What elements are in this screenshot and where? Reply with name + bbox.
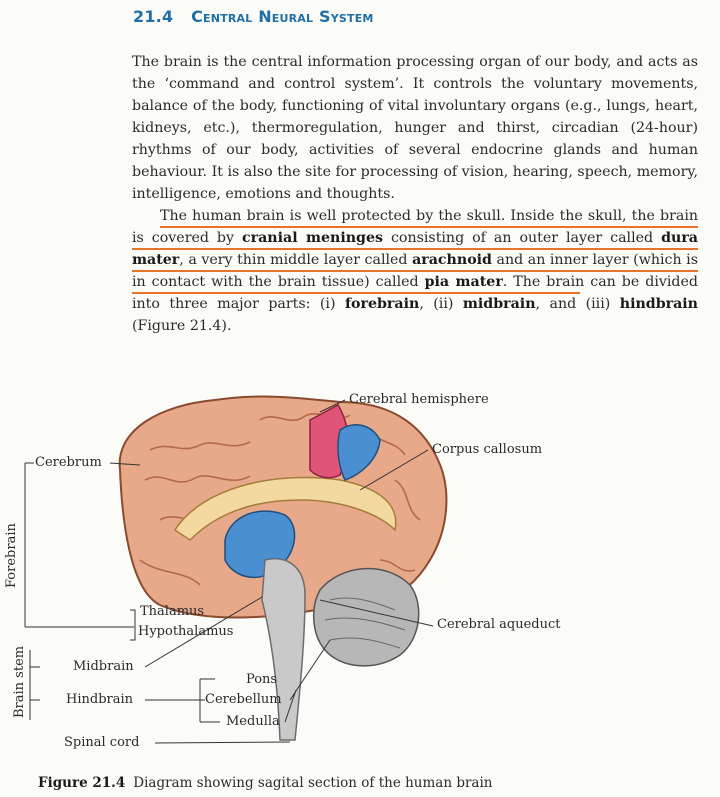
section-heading: 21.4 Central Neural System bbox=[133, 7, 374, 26]
corpus-callosum-shape bbox=[173, 476, 397, 541]
term-dura-mater: dura mater bbox=[132, 230, 698, 268]
label-hindbrain: Hindbrain bbox=[66, 692, 134, 707]
brainstem-shape bbox=[261, 558, 306, 741]
cerebellum-shape bbox=[312, 567, 420, 667]
highlight-underline bbox=[132, 248, 698, 250]
highlight-underline bbox=[160, 226, 698, 228]
label-medulla: Medulla bbox=[226, 714, 280, 729]
label-hypothalamus: Hypothalamus bbox=[138, 624, 234, 639]
term-hindbrain: hindbrain bbox=[619, 296, 698, 312]
figure-caption-text: Diagram showing sagital section of the h… bbox=[133, 775, 493, 791]
label-cerebral-aqueduct: Cerebral aqueduct bbox=[437, 617, 561, 632]
label-cerebellum: Cerebellum bbox=[205, 692, 282, 707]
label-pons: Pons bbox=[246, 672, 278, 687]
highlight-underline bbox=[132, 292, 580, 294]
label-forebrain-bracket: Forebrain bbox=[4, 523, 19, 588]
label-spinal-cord: Spinal cord bbox=[64, 735, 140, 750]
label-brain-stem-bracket: Brain stem bbox=[12, 645, 27, 718]
term-cranial-meninges: cranial meninges bbox=[242, 230, 383, 246]
cerebral-hemisphere-blue bbox=[337, 424, 381, 481]
label-midbrain: Midbrain bbox=[73, 659, 134, 674]
leader-lines bbox=[109, 399, 434, 744]
figure-caption: Figure 21.4 Diagram showing sagital secti… bbox=[38, 775, 492, 791]
term-arachnoid: arachnoid bbox=[412, 252, 492, 268]
figure-number: Figure 21.4 bbox=[38, 775, 126, 791]
label-corpus-callosum: Corpus callosum bbox=[432, 442, 543, 457]
paragraph-meninges: The human brain is well protected by the… bbox=[132, 208, 698, 334]
term-forebrain: forebrain bbox=[344, 296, 420, 312]
section-number: 21.4 bbox=[133, 7, 174, 26]
highlight-underline bbox=[132, 270, 698, 272]
label-cerebrum: Cerebrum bbox=[35, 455, 102, 470]
cerebellum-folia bbox=[324, 597, 406, 649]
paragraph-intro: The brain is the central information pro… bbox=[132, 54, 698, 202]
label-thalamus: Thalamus bbox=[140, 604, 205, 619]
term-pia-mater: pia mater bbox=[424, 274, 503, 290]
section-title: Central Neural System bbox=[191, 7, 374, 26]
term-midbrain: midbrain bbox=[462, 296, 536, 312]
label-cerebral-hemisphere: Cerebral hemisphere bbox=[349, 392, 489, 407]
